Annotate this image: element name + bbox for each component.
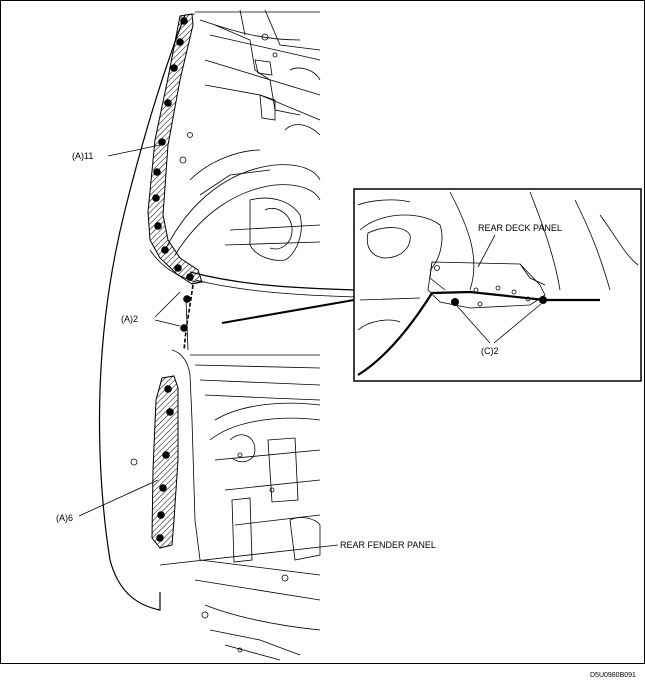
leader-lines [78, 144, 339, 566]
lower-weld-strip [151, 375, 179, 549]
label-a2: (A)2 [121, 314, 138, 324]
detail-inset [353, 188, 642, 382]
spot-welds-upper [152, 17, 194, 281]
rear-fender-outer-outline [98, 14, 186, 611]
fender-hole [130, 458, 138, 466]
label-rear-fender-panel: REAR FENDER PANEL [340, 540, 436, 550]
label-a11: (A)11 [72, 151, 93, 161]
label-a6: (A)6 [56, 513, 73, 523]
label-rear-deck-panel: REAR DECK PANEL [478, 223, 562, 233]
weld-c1 [451, 298, 459, 306]
figure-code: D5U0980B091 [590, 672, 636, 679]
upper-weld-strip [147, 13, 203, 285]
weld-c2 [539, 296, 547, 304]
label-c2: (C)2 [481, 346, 499, 356]
spot-welds-middle [180, 295, 191, 332]
detail-pointer-line [221, 299, 355, 324]
body-structure-lines [164, 9, 356, 661]
spot-welds-lower [156, 385, 174, 542]
middle-weld-dashed-line [183, 284, 194, 351]
